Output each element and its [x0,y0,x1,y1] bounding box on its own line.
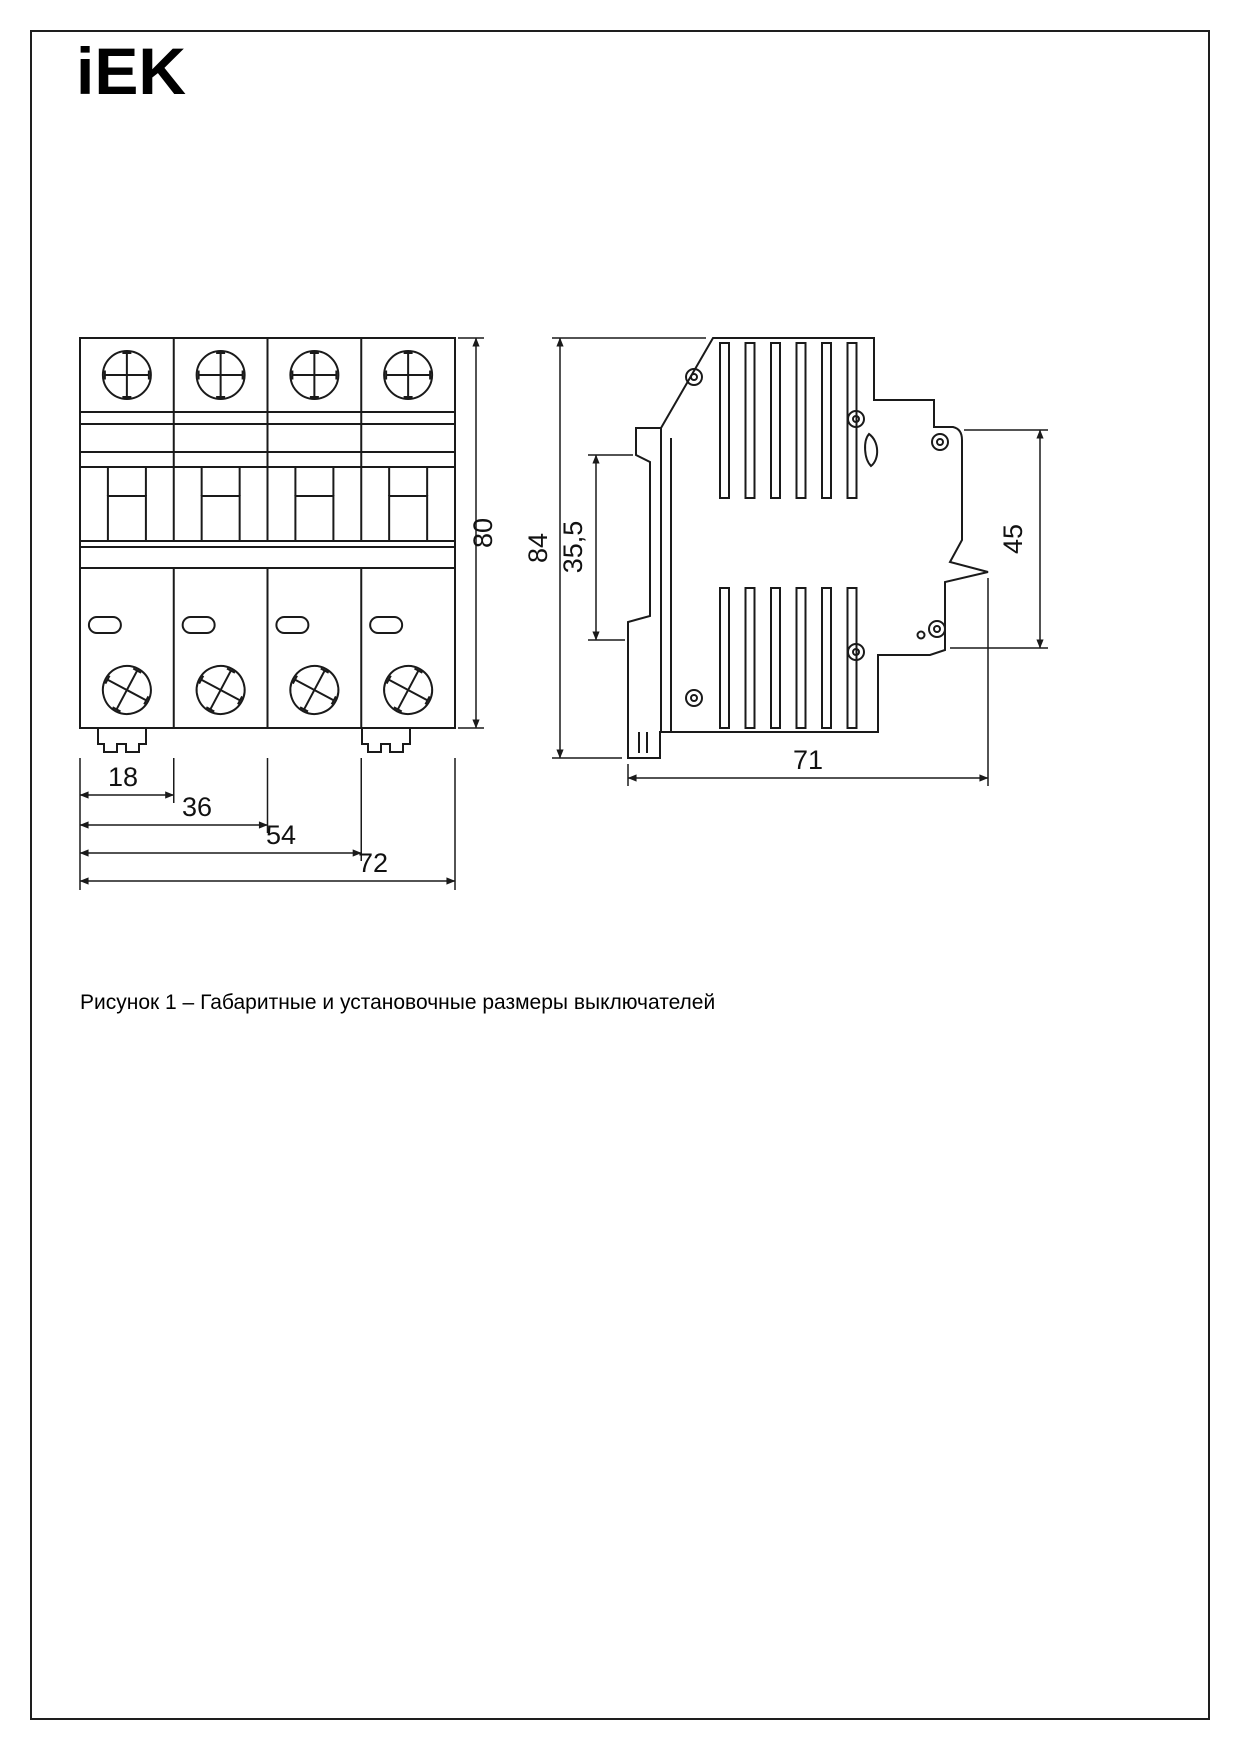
iek-logo: iEK [76,34,187,108]
pole-separators [172,338,363,728]
front-view [79,337,456,753]
front-view-dimensions [79,337,484,890]
pole-4 [370,351,440,722]
dim-label-35-5: 35,5 [558,521,588,574]
pole-3 [276,351,346,722]
dim-label-80: 80 [468,518,498,548]
dim-label-18: 18 [108,762,138,792]
side-view-dimensions [552,337,1048,786]
dim-label-84: 84 [523,533,553,563]
side-view [627,337,989,759]
vent-slots-lower [719,587,858,729]
pole-2 [183,351,253,722]
figure-caption: Рисунок 1 – Габаритные и установочные ра… [80,991,716,1014]
dim-label-71: 71 [793,745,823,775]
pole-1 [89,351,159,722]
dim-label-54: 54 [266,820,296,850]
dim-label-72: 72 [358,848,388,878]
vent-slots-upper [719,342,858,499]
side-body-outline [627,337,989,759]
curved-slot [864,432,879,468]
page-border [30,30,1210,1720]
dimension-labels: 80 18 36 54 72 84 35,5 45 71 [108,518,1028,878]
din-clips-front [97,728,411,753]
dim-label-45: 45 [998,524,1028,554]
rivets [685,368,949,707]
side-internal-lines [638,428,672,753]
dim-label-36: 36 [182,792,212,822]
